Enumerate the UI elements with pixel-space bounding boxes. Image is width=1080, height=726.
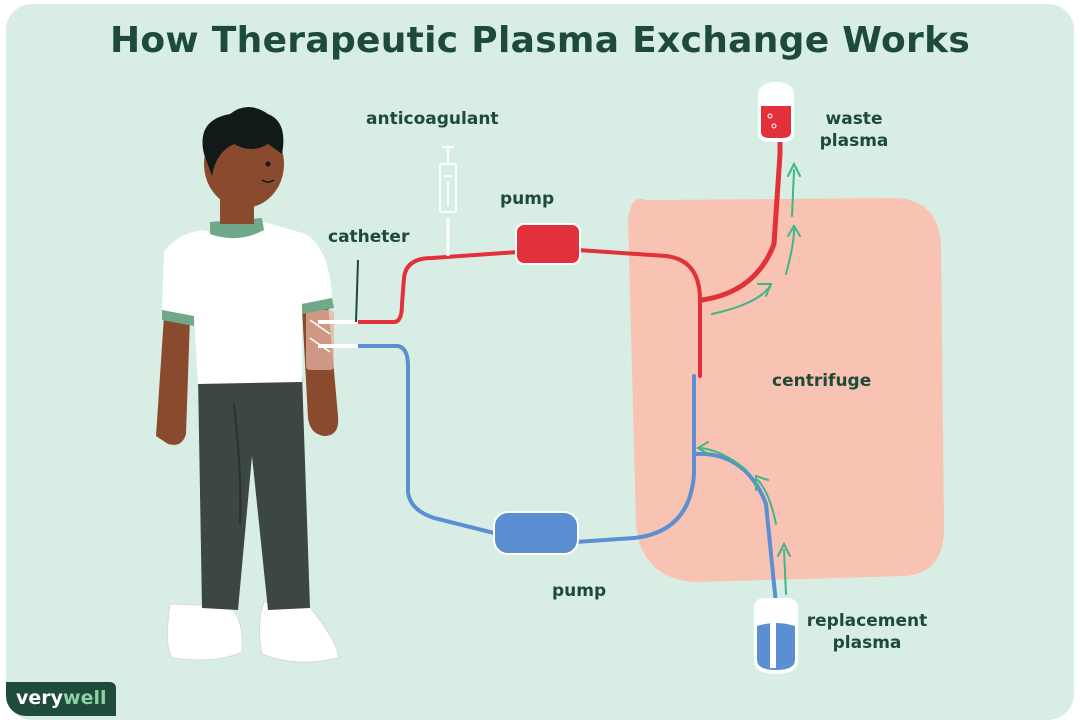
page-title: How Therapeutic Plasma Exchange Works <box>109 20 971 61</box>
replace-flow-arrow-3 <box>699 447 747 471</box>
shirt <box>162 222 332 384</box>
diagram-card: How Therapeutic Plasma Exchange Works <box>6 4 1074 720</box>
waste-flow-arrow-2-head <box>787 224 801 237</box>
replace-flow-arrow-2 <box>757 479 777 525</box>
right-shoe <box>258 601 339 663</box>
waste-flow-arrow-1 <box>711 285 771 315</box>
blue-tube-from-catheter <box>354 344 500 536</box>
waste-flow-arrow-3 <box>791 169 795 217</box>
brand-part2: well <box>63 687 107 709</box>
label-replacement-line2: plasma <box>832 633 902 653</box>
label-waste-line1: waste <box>825 109 883 129</box>
brand-logo: verywell <box>6 682 116 716</box>
pump-top <box>515 223 581 265</box>
diagram-illustration <box>156 82 945 674</box>
label-anticoagulant: anticoagulant <box>366 109 499 129</box>
brand-part1: very <box>16 687 64 709</box>
replace-flow-arrow-1-head <box>777 541 791 557</box>
pants <box>198 374 310 610</box>
pump-bottom <box>493 511 579 555</box>
red-tube-to-centrifuge <box>576 248 702 378</box>
label-waste-plasma: waste plasma <box>814 108 894 152</box>
label-catheter: catheter <box>328 227 410 247</box>
label-replacement-plasma: replacement plasma <box>802 610 932 654</box>
patient-figure <box>156 107 359 663</box>
red-tube-to-pump <box>354 250 520 324</box>
replacement-plasma-bag-icon <box>754 598 798 674</box>
replace-flow-arrow-1 <box>783 549 787 595</box>
brand-wordmark: verywell <box>16 687 107 709</box>
label-waste-line2: plasma <box>819 131 889 151</box>
syringe-icon <box>439 146 457 213</box>
blue-tube-to-centrifuge <box>574 374 696 544</box>
waste-flow-arrow-1-head <box>757 283 773 297</box>
label-centrifuge: centrifuge <box>772 371 872 391</box>
left-arm <box>156 316 190 445</box>
left-shoe <box>166 603 243 661</box>
label-pump-bottom: pump <box>552 581 607 601</box>
red-tube-to-waste <box>699 139 783 303</box>
hair <box>202 107 284 176</box>
flow-arrows <box>696 161 801 595</box>
label-replacement-line1: replacement <box>806 611 928 631</box>
label-pump-top: pump <box>500 189 555 209</box>
centrifuge-region <box>628 198 945 582</box>
replace-flow-arrow-2-head <box>755 474 769 491</box>
catheter-patch <box>306 310 334 370</box>
replace-flow-arrow-3-head <box>696 441 709 455</box>
waste-plasma-bag-icon <box>758 82 794 142</box>
catheter-pointer <box>355 259 359 323</box>
waste-flow-arrow-2 <box>785 229 795 275</box>
waste-flow-arrow-3-head <box>787 161 801 177</box>
